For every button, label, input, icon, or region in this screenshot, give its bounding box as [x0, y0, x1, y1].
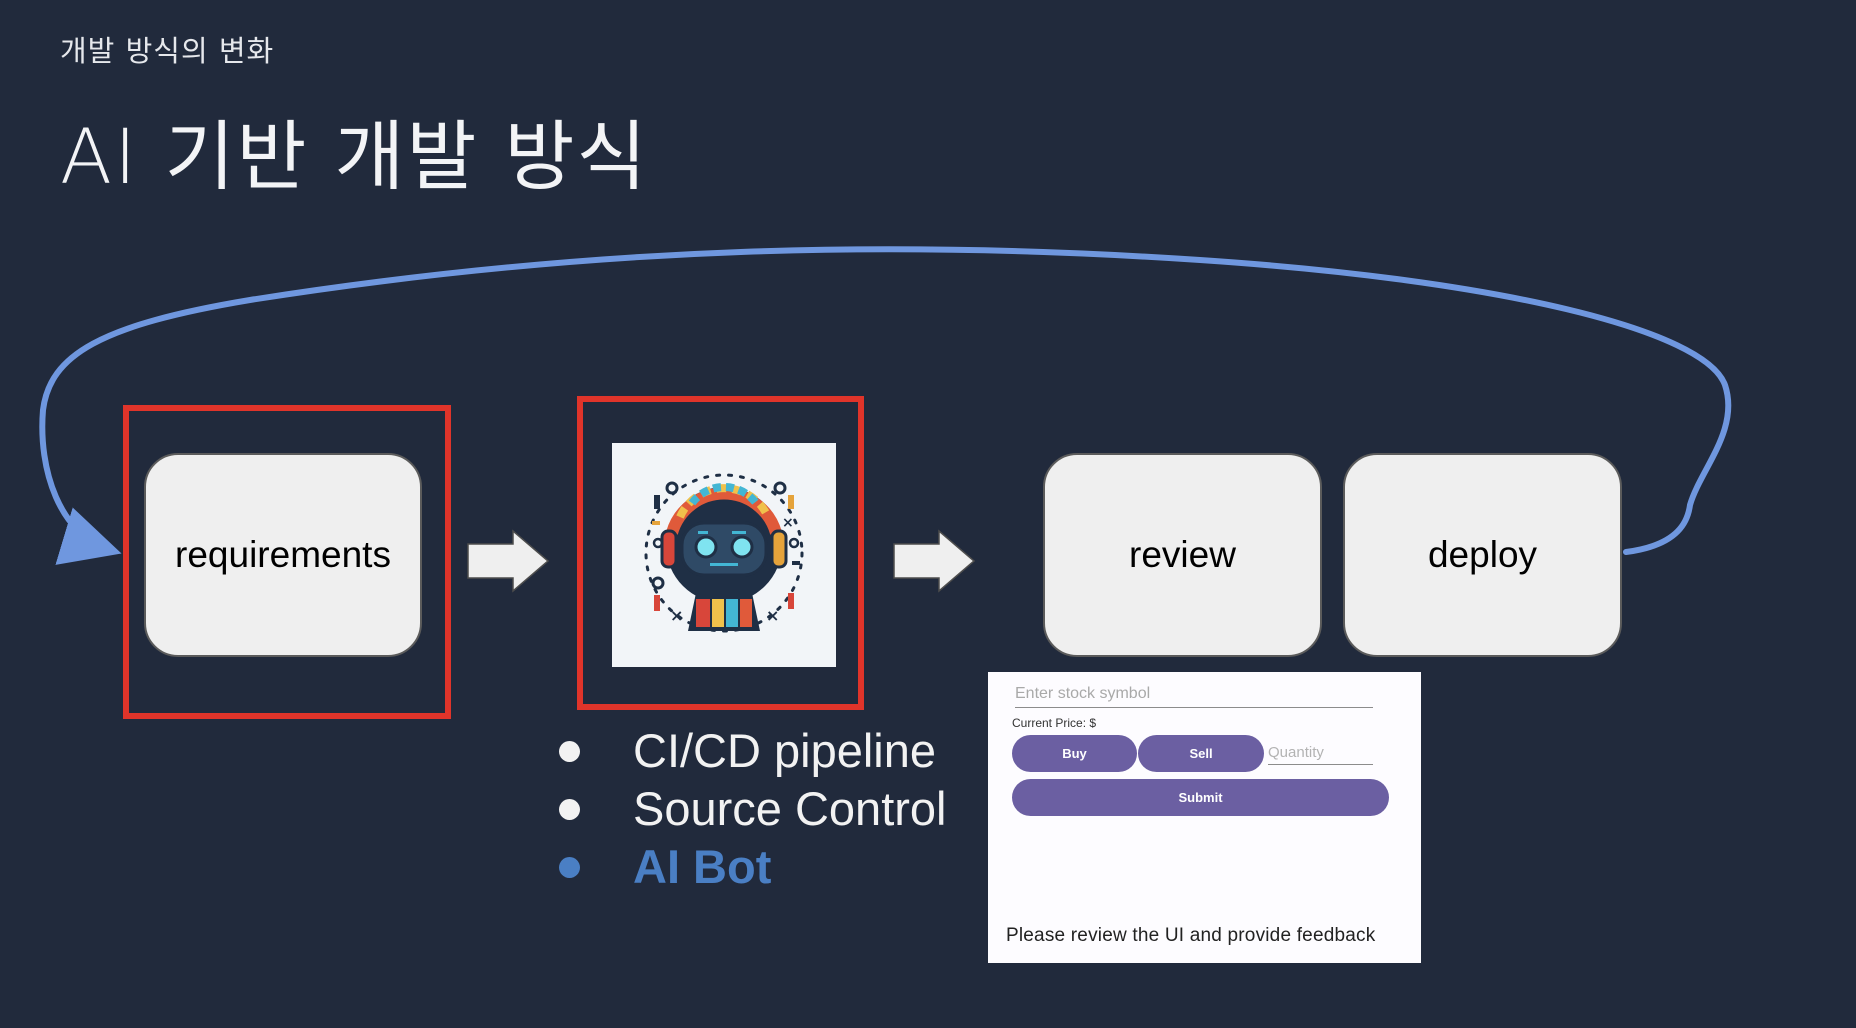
review-feedback-note: Please review the UI and provide feedbac… — [1006, 925, 1376, 946]
bullet-dot — [559, 741, 580, 762]
bullet-item: Source Control — [555, 780, 947, 838]
stage-review-label: review — [1129, 534, 1236, 575]
bullet-dot — [559, 799, 580, 820]
stage-requirements: requirements — [144, 453, 422, 657]
section-title: 개발 방식의 변화 — [60, 34, 275, 68]
block-arrow-1 — [467, 529, 550, 593]
bullet-dot — [559, 857, 580, 878]
stage-deploy: deploy — [1343, 453, 1622, 657]
slide-title: AI 기반 개발 방식 — [60, 112, 649, 201]
ai-bot-highlight-box — [577, 396, 864, 710]
quantity-input[interactable] — [1268, 741, 1373, 765]
submit-button[interactable]: Submit — [1012, 779, 1389, 816]
stage-deploy-label: deploy — [1427, 534, 1538, 575]
svg-text:×: × — [766, 606, 779, 625]
stage-review: review — [1043, 453, 1322, 657]
sell-button[interactable]: Sell — [1138, 735, 1264, 772]
current-price-label: Current Price: $ — [1012, 716, 1097, 730]
svg-text:×: × — [782, 515, 794, 531]
stock-symbol-input[interactable] — [1015, 682, 1373, 708]
buy-button[interactable]: Buy — [1012, 735, 1137, 772]
ai-stage-bullet-list: CI/CD pipeline Source Control AI Bot — [555, 722, 947, 896]
bullet-item: CI/CD pipeline — [555, 722, 947, 780]
robot-icon: × × × — [644, 473, 804, 633]
stage-requirements-label: requirements — [175, 534, 391, 575]
block-arrow-2 — [893, 529, 976, 593]
bullet-text: Source Control — [633, 782, 947, 835]
bullet-text: AI Bot — [633, 840, 772, 893]
stock-trading-ui-mockup: Current Price: $ Buy Sell Submit Please … — [988, 672, 1421, 963]
requirements-highlight-box — [123, 405, 451, 719]
bullet-item-highlighted: AI Bot — [555, 838, 947, 896]
feedback-loop-arrow — [39, 246, 1732, 565]
bullet-text: CI/CD pipeline — [633, 724, 937, 777]
svg-text:×: × — [670, 606, 683, 625]
ai-bot-tile: × × × — [612, 443, 836, 667]
